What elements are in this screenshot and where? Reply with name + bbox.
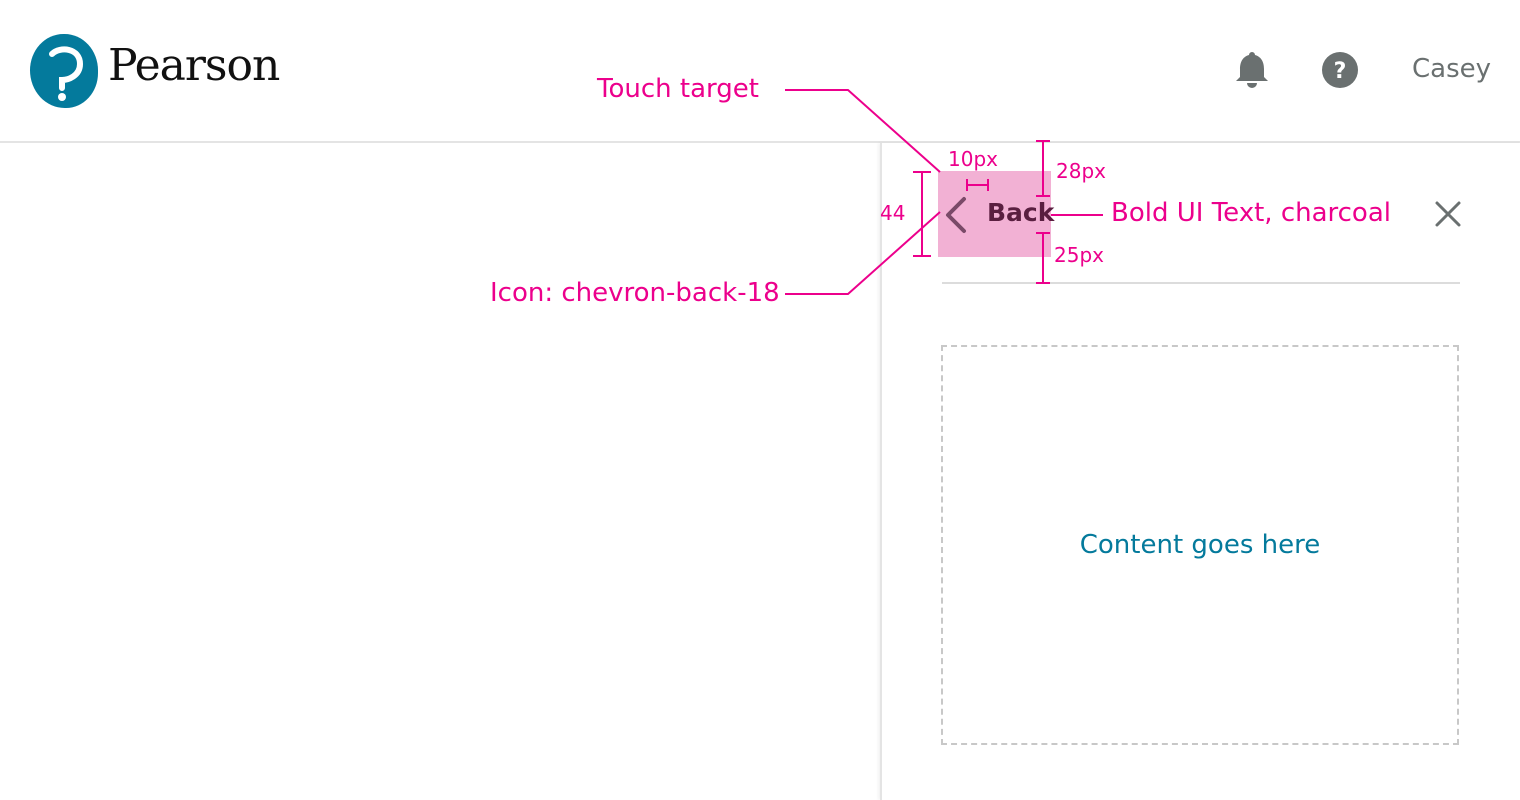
content-placeholder: Content goes here: [1079, 530, 1321, 560]
side-panel: [880, 143, 1520, 800]
back-button-label[interactable]: Back: [987, 198, 1055, 227]
annotation-bottom-25: 25px: [1054, 243, 1104, 267]
annotation-height-44: 44: [880, 201, 906, 225]
user-name[interactable]: Casey: [1412, 54, 1492, 84]
content-area: Content goes here: [941, 345, 1459, 745]
bell-icon[interactable]: [1233, 50, 1271, 92]
back-button-touch-target[interactable]: [938, 171, 1051, 257]
svg-text:?: ?: [1334, 59, 1347, 84]
panel-divider: [942, 282, 1460, 284]
pearson-logo-icon[interactable]: [30, 34, 98, 108]
annotation-spacing-10: 10px: [948, 147, 998, 171]
chevron-back-icon[interactable]: [942, 196, 970, 238]
help-icon[interactable]: ?: [1322, 52, 1358, 92]
annotation-top-28: 28px: [1056, 159, 1106, 183]
annotation-text-style: Bold UI Text, charcoal: [1111, 198, 1391, 228]
app-header: Pearson ? Casey: [0, 0, 1520, 143]
close-icon[interactable]: [1434, 200, 1462, 232]
annotation-touch-target: Touch target: [597, 74, 759, 104]
logo-text: Pearson: [108, 40, 280, 91]
annotation-icon: Icon: chevron-back-18: [490, 278, 780, 308]
